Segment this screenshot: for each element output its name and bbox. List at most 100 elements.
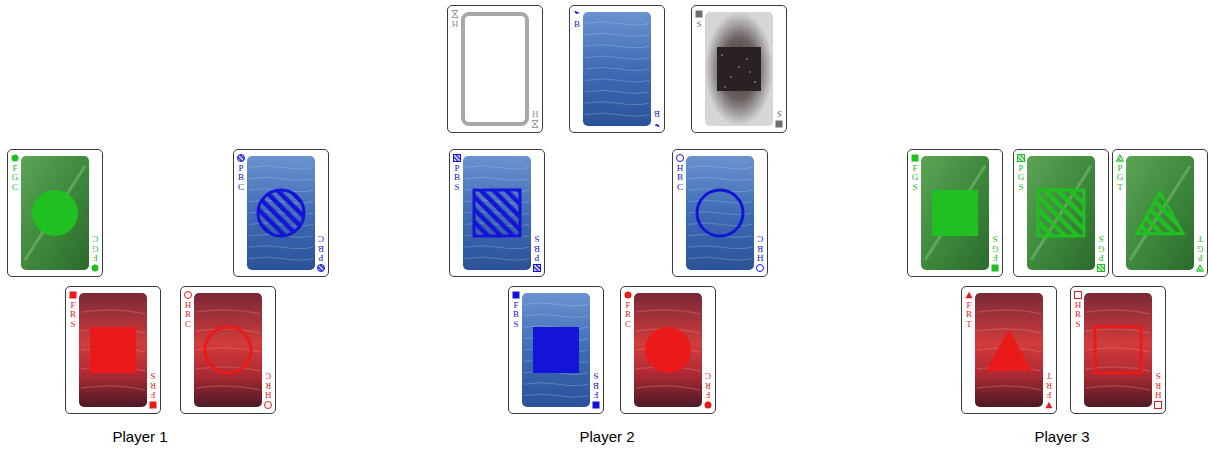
card-index: F B S: [513, 301, 519, 329]
corner-symbol: [1018, 155, 1025, 162]
playing-card: F R CF R C: [620, 286, 716, 414]
card-texture: [1130, 166, 1190, 260]
card-texture: [249, 166, 313, 260]
card-shape: [697, 190, 743, 236]
card-picture: [686, 156, 754, 270]
card-picture: [634, 293, 702, 407]
playing-card: F G C F G C: [7, 149, 103, 277]
card-picture: [21, 156, 89, 270]
card-shape: [533, 327, 579, 373]
corner-symbol: [265, 402, 272, 409]
playing-card: F R T F R T: [961, 286, 1057, 414]
card-frame: [463, 14, 527, 124]
card-shape: [645, 327, 691, 373]
corner-symbol: [776, 121, 783, 128]
card-index: H: [532, 109, 539, 118]
card-texture: [636, 310, 700, 390]
card-index: H R C: [265, 371, 272, 399]
space-square: [717, 47, 761, 91]
corner-symbol: [12, 155, 19, 162]
playing-card: H B C H B C: [672, 149, 768, 277]
player-label: Player 2: [579, 428, 634, 445]
corner-symbol: [534, 265, 541, 272]
card-texture: [585, 22, 649, 116]
star: [724, 86, 725, 87]
card-texture: [688, 166, 752, 260]
playing-card: P G T P G T: [1112, 149, 1208, 277]
card-shape: [32, 190, 78, 236]
card-index: P B C: [318, 234, 324, 262]
corner-symbol: [705, 402, 712, 409]
card-art: [509, 287, 603, 413]
playing-card: F B S F B S: [508, 286, 604, 414]
card-picture: [705, 12, 773, 126]
card-index: F R S: [150, 371, 156, 399]
corner-symbol: [454, 155, 461, 162]
star: [746, 58, 747, 59]
corner-symbol: [1197, 265, 1204, 271]
card-shape: [986, 329, 1032, 370]
playing-card: P B C P B C: [233, 149, 329, 277]
card-shape: [205, 327, 251, 373]
card-index: S: [777, 109, 782, 118]
card-texture: [1031, 166, 1091, 260]
corner-symbol: [757, 265, 764, 272]
player-label: Player 3: [1034, 428, 1089, 445]
card-shape: [932, 190, 978, 236]
card-index: P G T: [1117, 164, 1124, 192]
card-picture: [522, 293, 590, 407]
card-texture: [196, 310, 260, 390]
card-index: H R S: [1155, 371, 1162, 399]
card-art: [1071, 287, 1165, 413]
card-index: P G T: [1197, 234, 1204, 262]
card-shape: [1038, 190, 1084, 236]
card-index: F G C: [12, 164, 19, 192]
playing-card: F R SF R S: [65, 286, 161, 414]
card-picture: [1084, 293, 1152, 407]
card-art: [1014, 150, 1108, 276]
star: [730, 76, 731, 77]
corner-symbol: [696, 11, 703, 18]
corner-symbol: [654, 121, 660, 128]
card-texture: [465, 166, 529, 260]
card-art: [450, 150, 544, 276]
card-art: [692, 6, 786, 132]
card-index: H B C: [677, 164, 684, 192]
card-index: P G S: [1098, 234, 1105, 262]
card-index: F B S: [593, 371, 599, 399]
card-art: [181, 287, 275, 413]
playing-card: BB: [569, 5, 665, 133]
corner-symbol: [1075, 292, 1082, 299]
card-index: P B C: [238, 164, 244, 192]
card-shape: [1137, 192, 1183, 233]
stars: [721, 54, 755, 87]
corner-symbol: [150, 402, 157, 409]
corner-symbol: [532, 121, 538, 128]
card-shape: [474, 190, 520, 236]
card-index: F R T: [966, 301, 972, 329]
star: [738, 66, 739, 67]
corner-symbol: [1117, 155, 1124, 161]
card-art: [1113, 150, 1207, 276]
card-picture: [194, 293, 262, 407]
corner-symbol: [1098, 265, 1105, 272]
card-index: B: [574, 20, 580, 29]
corner-symbol: [625, 292, 632, 299]
card-art: [8, 150, 102, 276]
card-index: F G S: [912, 164, 919, 192]
card-index: F R C: [625, 301, 631, 329]
card-index: P B S: [534, 234, 540, 262]
corner-symbol: [92, 265, 99, 272]
card-index: F R T: [1046, 371, 1052, 399]
star: [721, 54, 722, 55]
card-art: [66, 287, 160, 413]
card-shape: [1095, 327, 1141, 373]
card-texture: [81, 310, 145, 390]
corner-symbol: [70, 292, 77, 299]
card-index: H B C: [757, 234, 764, 262]
card-picture: [975, 293, 1043, 407]
card-art: [448, 6, 542, 132]
playing-card: F G SF G S: [907, 149, 1003, 277]
card-index: F G C: [92, 234, 99, 262]
